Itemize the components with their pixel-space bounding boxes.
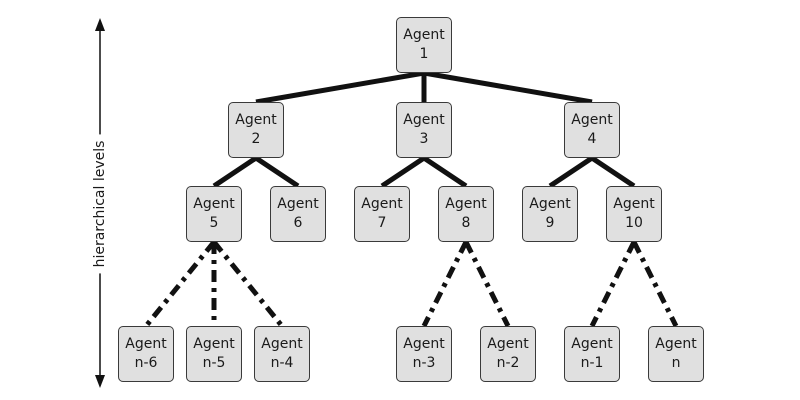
edge-4-10: [590, 155, 636, 189]
agent-node-7: Agent 7: [354, 186, 410, 242]
edge-5-n-4: [212, 240, 284, 328]
agent-node-number: n-3: [412, 355, 436, 371]
agent-node-n-4: Agent n-4: [254, 326, 310, 382]
agent-node-number: n: [671, 355, 681, 371]
agent-node-1: Agent 1: [396, 17, 452, 73]
edge-1-4: [423, 70, 593, 105]
agent-node-8: Agent 8: [438, 186, 494, 242]
agent-node-number: 10: [625, 215, 643, 231]
edge-3-8: [422, 155, 468, 189]
agent-node-title: Agent: [403, 112, 445, 128]
agent-node-number: 5: [209, 215, 219, 231]
agent-node-number: 3: [419, 131, 429, 147]
agent-node-title: Agent: [125, 336, 167, 352]
agent-node-2: Agent 2: [228, 102, 284, 158]
edge-2-6: [254, 155, 300, 189]
agent-node-5: Agent 5: [186, 186, 242, 242]
agent-node-title: Agent: [403, 27, 445, 43]
agent-node-title: Agent: [487, 336, 529, 352]
agent-node-n-5: Agent n-5: [186, 326, 242, 382]
edge-10-n-1: [589, 240, 637, 328]
agent-node-n-2: Agent n-2: [480, 326, 536, 382]
axis-arrow-down-icon: [95, 375, 105, 388]
edge-3-7: [380, 155, 426, 189]
agent-node-number: 6: [293, 215, 303, 231]
agent-node-number: 4: [587, 131, 597, 147]
agent-node-title: Agent: [277, 196, 319, 212]
agent-node-title: Agent: [655, 336, 697, 352]
agent-node-title: Agent: [193, 196, 235, 212]
agent-node-title: Agent: [529, 196, 571, 212]
agent-node-title: Agent: [571, 112, 613, 128]
agent-node-title: Agent: [445, 196, 487, 212]
agent-node-number: 1: [419, 46, 429, 62]
agent-node-number: n-1: [580, 355, 604, 371]
edge-1-2: [255, 70, 425, 105]
agent-node-3: Agent 3: [396, 102, 452, 158]
agent-node-title: Agent: [235, 112, 277, 128]
axis-arrow-up-icon: [95, 18, 105, 31]
edge-4-9: [548, 155, 594, 189]
agent-node-number: n-2: [496, 355, 520, 371]
edge-8-n-2: [463, 240, 511, 328]
agent-node-6: Agent 6: [270, 186, 326, 242]
agent-node-4: Agent 4: [564, 102, 620, 158]
agent-node-title: Agent: [403, 336, 445, 352]
agent-node-n-1: Agent n-1: [564, 326, 620, 382]
agent-node-title: Agent: [571, 336, 613, 352]
agent-node-title: Agent: [361, 196, 403, 212]
agent-node-title: Agent: [261, 336, 303, 352]
agent-node-number: n-4: [270, 355, 294, 371]
edge-2-5: [212, 155, 258, 189]
edge-8-n-3: [421, 240, 469, 328]
agent-node-9: Agent 9: [522, 186, 578, 242]
agent-node-title: Agent: [613, 196, 655, 212]
agent-node-10: Agent 10: [606, 186, 662, 242]
edge-10-n: [631, 240, 679, 328]
agent-node-title: Agent: [193, 336, 235, 352]
agent-node-number: 9: [545, 215, 555, 231]
hierarchical-levels-label: hierarchical levels: [92, 134, 108, 274]
edge-5-n-6: [144, 240, 216, 328]
agent-node-number: n-5: [202, 355, 226, 371]
agent-node-number: 2: [251, 131, 261, 147]
agent-node-number: n-6: [134, 355, 158, 371]
agent-node-number: 7: [377, 215, 387, 231]
agent-node-n-6: Agent n-6: [118, 326, 174, 382]
agent-node-n-3: Agent n-3: [396, 326, 452, 382]
agent-node-n: Agent n: [648, 326, 704, 382]
agent-node-number: 8: [461, 215, 471, 231]
